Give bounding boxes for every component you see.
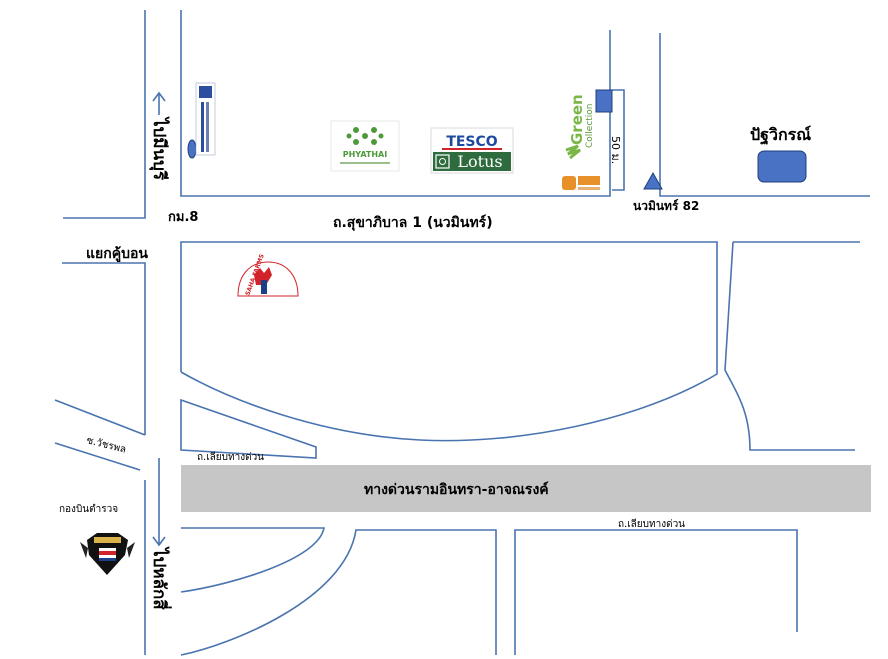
- orange-brand-logo: [562, 176, 600, 190]
- label-to-min-buri: ไปมีนบุรี: [149, 116, 170, 181]
- collection-text: Collection: [585, 103, 595, 148]
- tesco-text: TESCO: [446, 134, 497, 150]
- saha-farms-logo: SAHA FARMS: [237, 253, 299, 297]
- green-collection-logo: Green Collection: [565, 94, 595, 160]
- pattavikorn-marker: [757, 150, 807, 183]
- label-distance: 50 ม.: [609, 136, 622, 164]
- label-watcharapol: ซ.วัชรพล: [85, 435, 127, 455]
- phyathai-logo: PHYATHAI: [330, 120, 400, 172]
- green-collection-marker: [595, 89, 613, 113]
- distance-dimension-line: [612, 89, 625, 191]
- green-text: Green: [568, 94, 586, 145]
- road-khu-bon-left: [62, 262, 146, 435]
- label-km8: กม.8: [168, 210, 198, 225]
- road-nawamin-82: [659, 33, 870, 197]
- road-lower-left-block: [180, 527, 325, 593]
- lotus-text: Lotus: [457, 152, 502, 171]
- hospital-logo-icon: [195, 82, 216, 156]
- label-pattavikorn: ปัฐวิกรณ์: [750, 125, 811, 145]
- hospital-marker: [187, 139, 197, 159]
- label-frontage-road-left: ถ.เลียบทางด่วน: [197, 451, 264, 463]
- label-to-lak-si: ไปหลักสี่: [149, 546, 172, 610]
- road-watcharapol-top: [54, 399, 146, 436]
- label-main-road: ถ.สุขาภิบาล 1 (นวมินทร์): [333, 214, 493, 231]
- road-frontage-triangle: [180, 398, 317, 459]
- road-watcharapol-bottom: [54, 442, 141, 471]
- road-lower-middle-block: [180, 529, 497, 656]
- road-block-center: [180, 241, 718, 442]
- label-frontage-road-right: ถ.เลียบทางด่วน: [618, 518, 685, 530]
- road-min-buri-right-edge: [180, 10, 611, 197]
- road-network: [54, 10, 870, 656]
- label-nawamin-82: นวมินทร์ 82: [633, 199, 699, 213]
- road-right-block: [724, 241, 860, 451]
- expressway-band: [181, 465, 871, 512]
- label-khu-bon-junction: แยกคู้บอน: [86, 246, 148, 262]
- road-lower-right-block: [514, 529, 798, 655]
- triangle-marker-icon: [643, 171, 663, 190]
- tesco-lotus-logo: TESCO Lotus: [430, 127, 514, 174]
- arrow-down-icon: [152, 458, 166, 547]
- police-emblem-icon: [80, 533, 135, 575]
- arrow-up-icon: [152, 91, 166, 115]
- phyathai-text: PHYATHAI: [343, 150, 388, 159]
- label-expressway: ทางด่วนรามอินทรา-อาจณรงค์: [364, 481, 549, 498]
- road-min-buri-left-edge: [63, 10, 146, 219]
- label-police-aviation: กองบินตำรวจ: [59, 504, 118, 515]
